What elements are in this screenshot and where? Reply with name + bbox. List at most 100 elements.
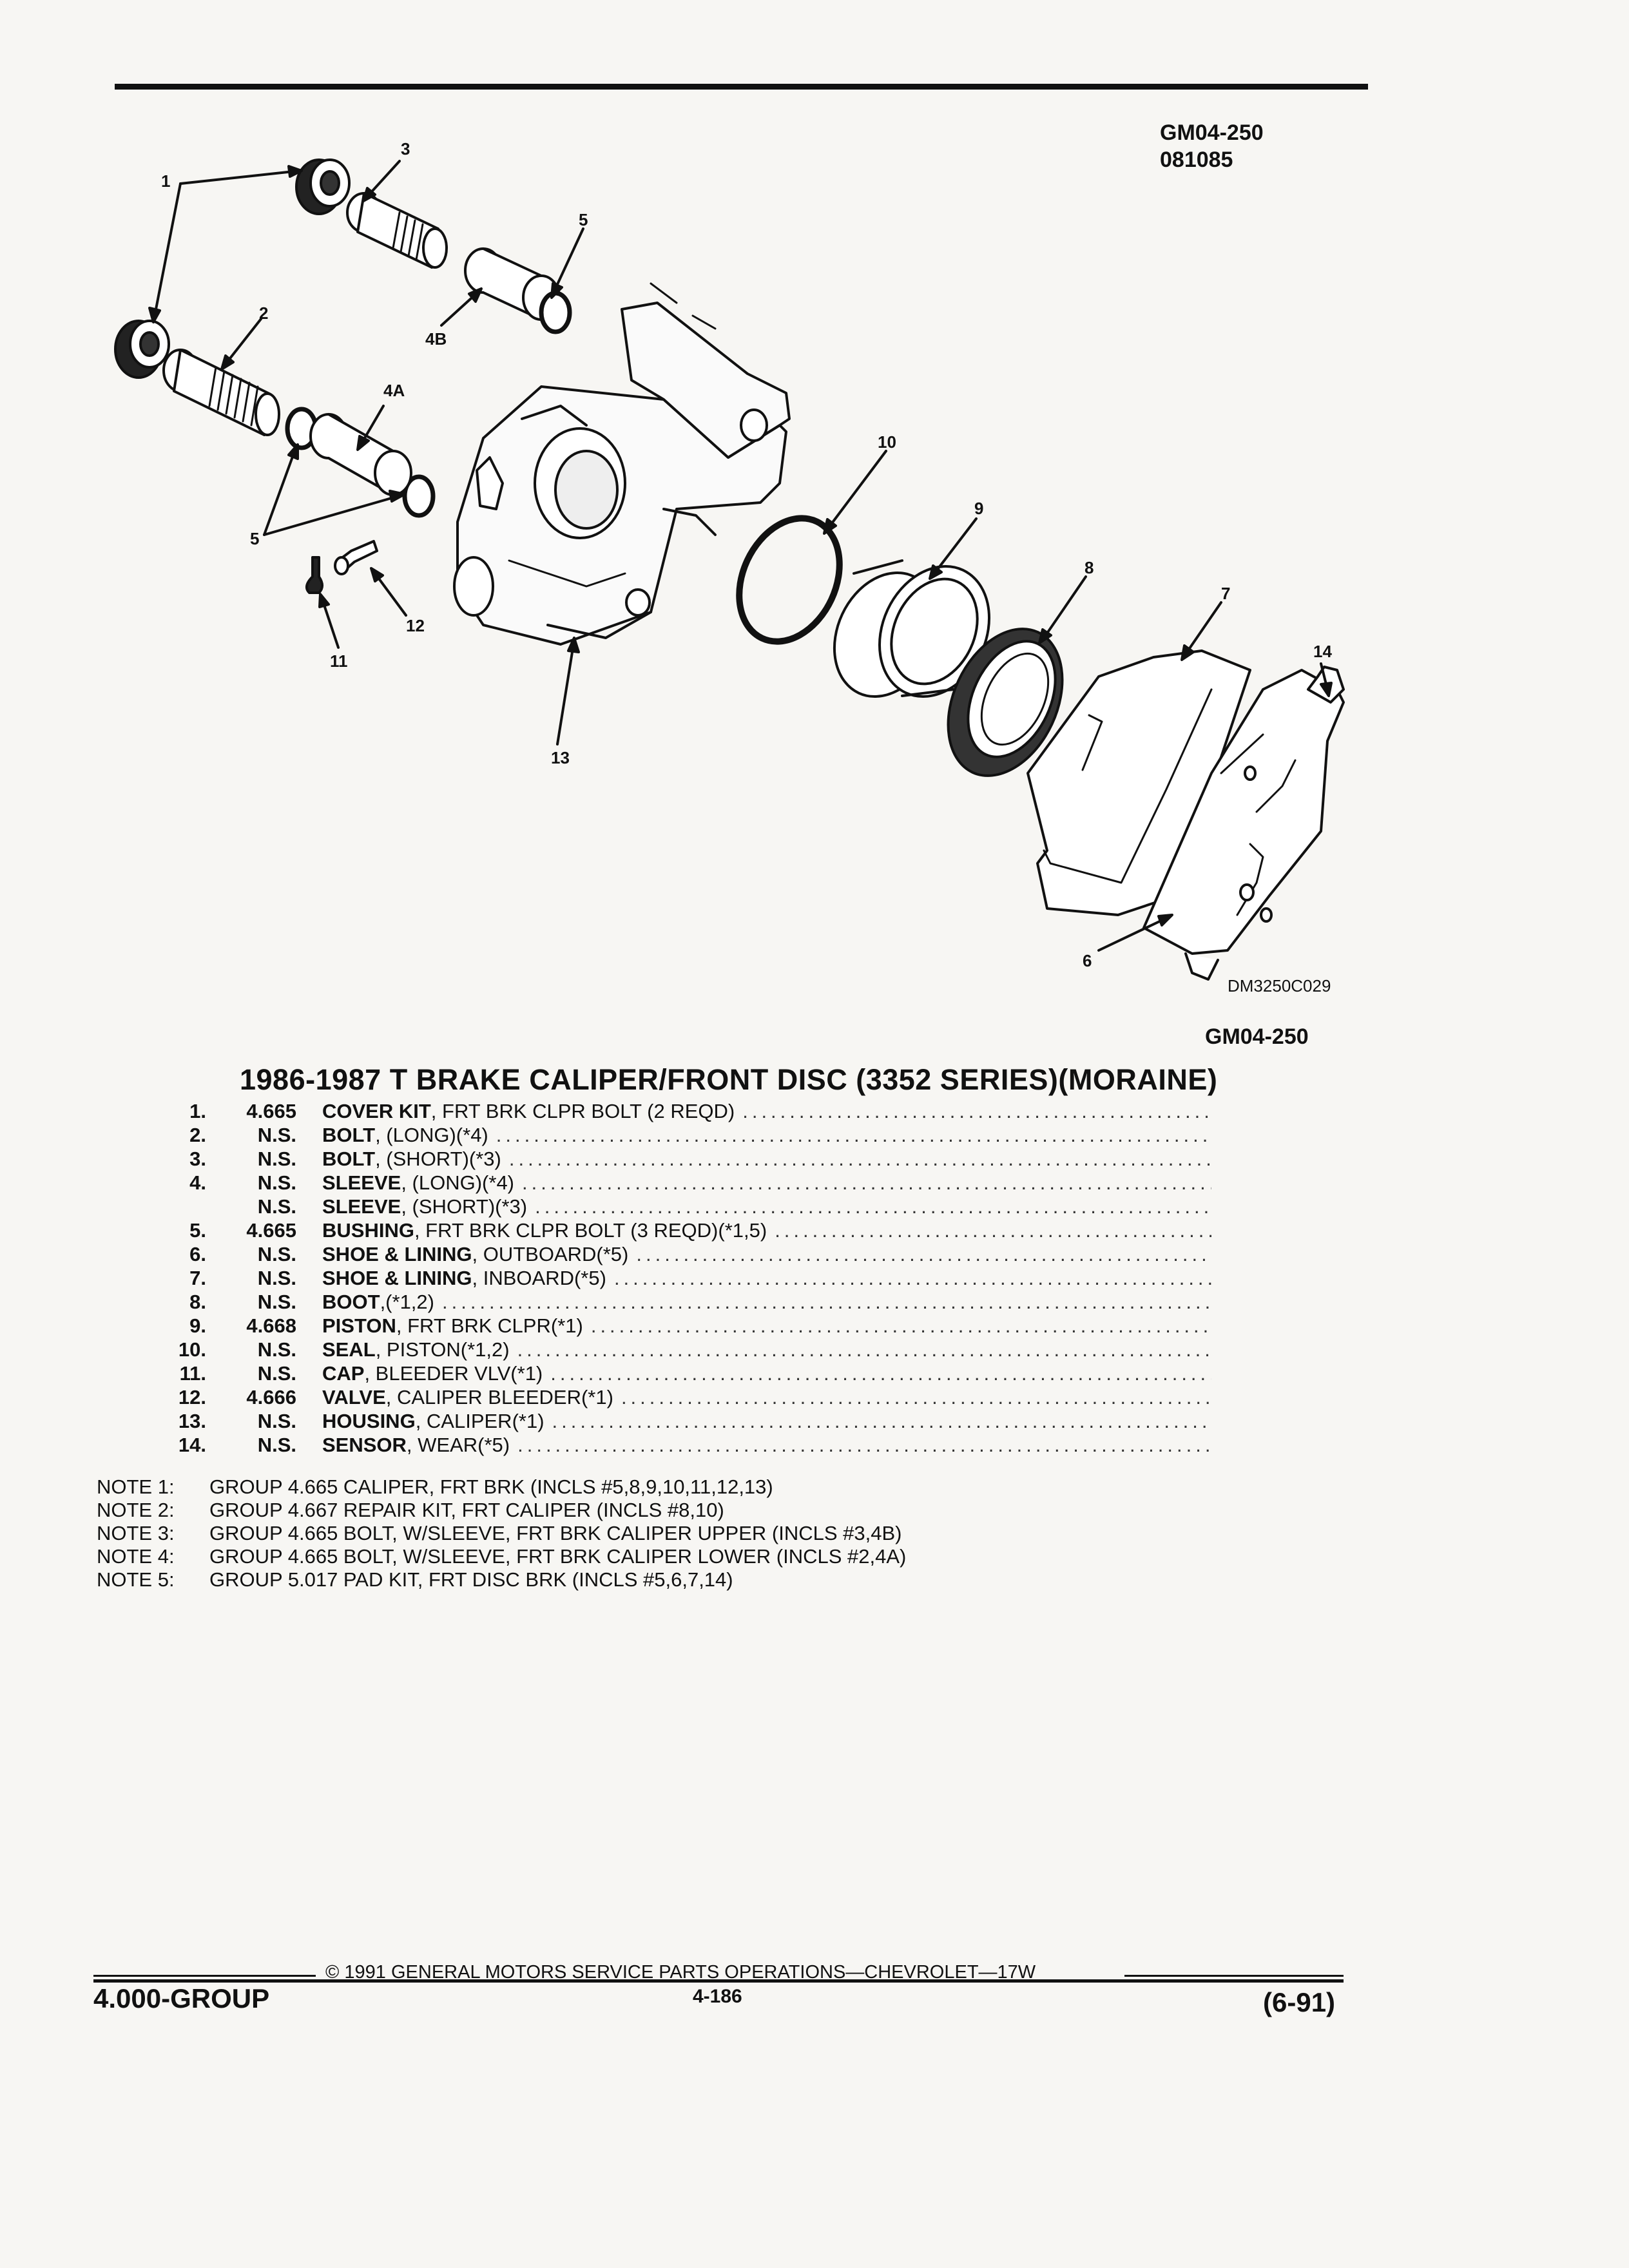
part-detail: ,(*1,2) xyxy=(380,1291,434,1313)
leader-lines xyxy=(148,160,1333,952)
callout-10: 10 xyxy=(878,432,896,452)
header-code: GM04-250 xyxy=(1160,120,1264,145)
part-detail: , FRT BRK CLPR BOLT (2 REQD) xyxy=(430,1100,735,1122)
part-group: N.S. xyxy=(257,1124,296,1146)
part-2-long-bolt xyxy=(162,349,280,436)
dot-leader: ........................................… xyxy=(621,1386,1211,1408)
callout-6: 6 xyxy=(1083,951,1092,970)
part-number: 4. xyxy=(189,1171,206,1194)
part-group: 4.665 xyxy=(246,1219,296,1242)
part-group: N.S. xyxy=(257,1291,296,1313)
part-number: 5. xyxy=(189,1219,206,1242)
note-text: GROUP 4.665 CALIPER, FRT BRK (INCLS #5,8… xyxy=(209,1475,773,1498)
part-detail: , (LONG)(*4) xyxy=(401,1171,515,1194)
note-text: GROUP 5.017 PAD KIT, FRT DISC BRK (INCLS… xyxy=(209,1568,733,1591)
footer-revision: (6-91) xyxy=(1263,1987,1336,2017)
callout-12: 12 xyxy=(406,616,425,635)
callout-11: 11 xyxy=(330,651,348,671)
table-row: 11. N.S. CAP, BLEEDER VLV(*1)...........… xyxy=(168,1361,1211,1385)
part-group: N.S. xyxy=(257,1195,296,1218)
dot-leader: ........................................… xyxy=(550,1362,1211,1385)
part-name: VALVE xyxy=(322,1386,386,1408)
part-group: N.S. xyxy=(257,1243,296,1265)
part-group: 4.668 xyxy=(246,1314,296,1337)
page-title: 1986-1987 T BRAKE CALIPER/FRONT DISC (33… xyxy=(240,1063,1218,1096)
part-group: N.S. xyxy=(257,1338,296,1361)
part-group: 4.665 xyxy=(246,1100,296,1122)
part-name: HOUSING xyxy=(322,1410,416,1432)
part-detail: , FRT BRK CLPR BOLT (3 REQD)(*1,5) xyxy=(414,1219,767,1242)
callout-1: 1 xyxy=(161,171,170,191)
callout-2: 2 xyxy=(259,303,268,323)
part-group: N.S. xyxy=(257,1171,296,1194)
section-code: GM04-250 xyxy=(1205,1024,1309,1049)
parts-list: 1. 4.665 COVER KIT, FRT BRK CLPR BOLT (2… xyxy=(168,1099,1211,1457)
list-item: NOTE 3:GROUP 4.665 BOLT, W/SLEEVE, FRT B… xyxy=(97,1522,906,1545)
callout-5-upper: 5 xyxy=(579,210,588,229)
part-number: 12. xyxy=(178,1386,206,1408)
part-1-upper-cover xyxy=(295,159,351,215)
list-item: NOTE 1: GROUP 4.665 CALIPER, FRT BRK (INC… xyxy=(97,1475,906,1499)
table-row: 13. N.S. HOUSING, CALIPER(*1)...........… xyxy=(168,1409,1211,1433)
part-name: SHOE & LINING xyxy=(322,1243,472,1265)
part-number: 8. xyxy=(189,1291,206,1313)
part-name: PISTON xyxy=(322,1314,396,1337)
header-code-block: GM04-250 081085 xyxy=(1160,119,1264,173)
callout-7: 7 xyxy=(1221,584,1230,603)
table-row: 6. N.S. SHOE & LINING, OUTBOARD(*5).....… xyxy=(168,1242,1211,1266)
list-item: NOTE 4:GROUP 4.665 BOLT, W/SLEEVE, FRT B… xyxy=(97,1545,906,1568)
table-row: 10. N.S. SEAL, PISTON(*1,2).............… xyxy=(168,1338,1211,1361)
dot-leader: ........................................… xyxy=(496,1124,1211,1146)
part-detail: , CALIPER(*1) xyxy=(415,1410,545,1432)
part-detail: , (LONG)(*4) xyxy=(375,1124,488,1146)
part-detail: , PISTON(*1,2) xyxy=(375,1338,510,1361)
dot-leader: ........................................… xyxy=(508,1148,1211,1170)
callout-9: 9 xyxy=(974,499,983,518)
notes-list: NOTE 1: GROUP 4.665 CALIPER, FRT BRK (INC… xyxy=(97,1475,906,1591)
table-row: 8. N.S. BOOT,(*1,2).....................… xyxy=(168,1290,1211,1314)
footer-page-number: 4-186 xyxy=(693,1986,742,2007)
part-name: COVER KIT xyxy=(322,1100,431,1122)
note-text: GROUP 4.667 REPAIR KIT, FRT CALIPER (INC… xyxy=(209,1499,724,1521)
header-date-code: 081085 xyxy=(1160,148,1233,172)
footer-copyright: © 1991 GENERAL MOTORS SERVICE PARTS OPER… xyxy=(325,1962,1036,1983)
part-group: 4.666 xyxy=(246,1386,296,1408)
part-detail: , (SHORT)(*3) xyxy=(375,1148,501,1170)
note-label: NOTE 4: xyxy=(97,1545,175,1568)
part-6-outboard-shoe xyxy=(1142,669,1345,981)
part-10-piston-seal xyxy=(736,515,843,645)
part-1-lower-cover xyxy=(114,320,170,379)
table-row: 4. N.S. SLEEVE, (LONG)(*4)..............… xyxy=(168,1171,1211,1195)
part-group: N.S. xyxy=(257,1148,296,1170)
note-label: NOTE 1: xyxy=(97,1475,175,1498)
dot-leader: ........................................… xyxy=(517,1434,1211,1456)
part-number: 11. xyxy=(179,1362,206,1385)
part-detail: , BLEEDER VLV(*1) xyxy=(364,1362,543,1385)
part-number: 3. xyxy=(189,1148,206,1170)
part-detail: , FRT BRK CLPR(*1) xyxy=(396,1314,583,1337)
footer-rule-left xyxy=(93,1975,316,1977)
part-detail: , (SHORT)(*3) xyxy=(401,1195,528,1218)
part-group: N.S. xyxy=(257,1362,296,1385)
part-detail: , WEAR(*5) xyxy=(406,1434,510,1456)
part-5-bushing-upper xyxy=(539,291,572,334)
footer-rule-right xyxy=(1124,1975,1344,1977)
part-13-caliper-housing xyxy=(453,282,791,646)
table-row: 12. 4.666 VALVE, CALIPER BLEEDER(*1)....… xyxy=(168,1385,1211,1409)
part-number: 10. xyxy=(178,1338,206,1361)
table-row: N.S. SLEEVE, (SHORT)(*3)................… xyxy=(168,1195,1211,1218)
part-number: 9. xyxy=(189,1314,206,1337)
exploded-caliper-diagram: 1 3 5 2 4B 4A 5 12 11 13 10 9 8 7 14 6 xyxy=(114,139,1345,981)
note-label: NOTE 3: xyxy=(97,1522,175,1544)
footer-rule-bottom xyxy=(93,1979,1344,1983)
table-row: 1. 4.665 COVER KIT, FRT BRK CLPR BOLT (2… xyxy=(168,1099,1211,1123)
dot-leader: ........................................… xyxy=(535,1195,1211,1218)
callout-labels: 1 3 5 2 4B 4A 5 12 11 13 10 9 8 7 14 6 xyxy=(161,139,1332,970)
dot-leader: ........................................… xyxy=(590,1314,1211,1337)
part-5-bushing-lower-b xyxy=(402,474,436,518)
part-number: 13. xyxy=(178,1410,206,1432)
callout-14: 14 xyxy=(1313,642,1332,661)
part-name: BOLT xyxy=(322,1148,376,1170)
drawing-id: DM3250C029 xyxy=(1228,976,1331,995)
part-group: N.S. xyxy=(257,1434,296,1456)
